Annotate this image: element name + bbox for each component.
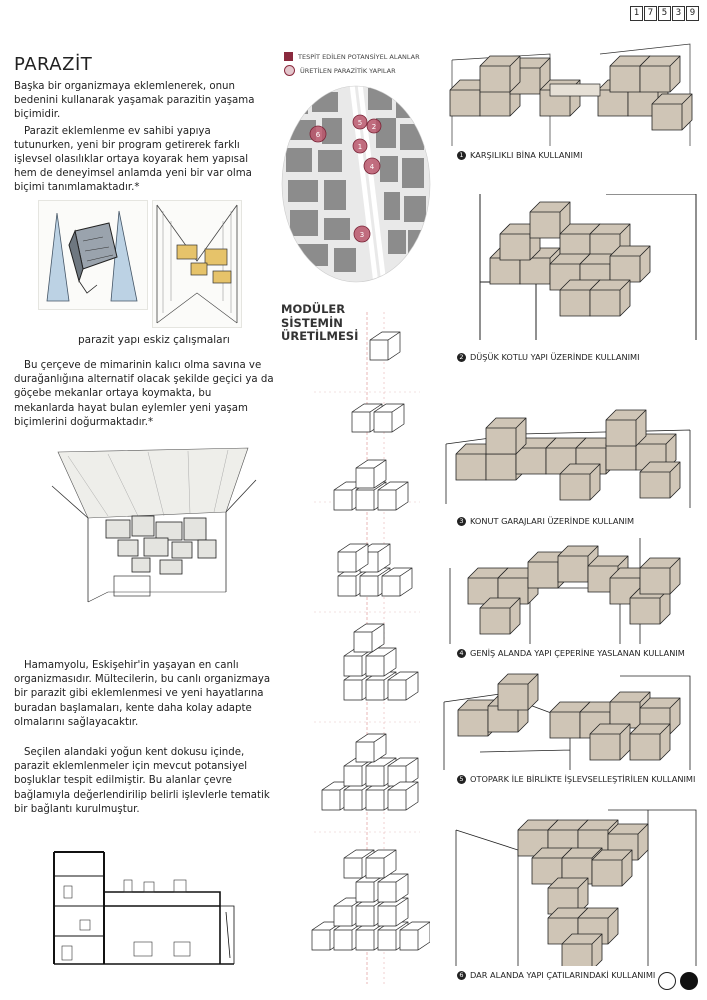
number-badge: 5 bbox=[457, 774, 466, 784]
legend-item-parasitic-structures: ÜRETİLEN PARAZİTİK YAPILAR bbox=[284, 65, 420, 76]
page-title: PARAZİT bbox=[14, 54, 93, 75]
panel-1-caption: 1 KARŞILIKLI BİNA KULLANIMI bbox=[457, 150, 582, 160]
modular-system-title: MODÜLER SİSTEMİN ÜRETİLMESİ bbox=[281, 302, 359, 343]
page-id: 1 7 5 3 9 bbox=[630, 6, 699, 21]
map-marker: 1 bbox=[358, 143, 362, 151]
square-swatch-icon bbox=[284, 52, 293, 61]
paragraph-selected-area: Seçilen alandaki yoğun kent dokusu içind… bbox=[14, 747, 270, 815]
panel-6-caption: 6 DAR ALANDA YAPI ÇATILARINDAKİ KULLANIM… bbox=[457, 970, 655, 980]
intro-text: Başka bir organizmaya eklemlenerek, onun… bbox=[14, 80, 272, 196]
map-marker: 5 bbox=[358, 119, 362, 127]
panel-3-caption: 3 KONUT GARAJLARI ÜZERİNDE KULLANIM bbox=[457, 516, 634, 526]
panel-2-caption: 2 DÜŞÜK KOTLU YAPI ÜZERİNDE KULLANIMI bbox=[457, 352, 640, 362]
map-legend: TESPİT EDİLEN POTANSİYEL ALANLAR ÜRETİLE… bbox=[284, 52, 420, 76]
number-badge: 6 bbox=[457, 970, 466, 980]
number-badge: 1 bbox=[457, 150, 466, 160]
sketch-interior-modules bbox=[152, 200, 242, 328]
intro-paragraph-1: Başka bir organizmaya eklemlenerek, onun… bbox=[14, 81, 255, 121]
perspective-sketch bbox=[48, 442, 260, 620]
site-map: 6 5 2 1 4 3 bbox=[280, 84, 432, 284]
paragraph-hamamyolu: Hamamyolu, Eskişehir'in yaşayan en canlı… bbox=[14, 660, 271, 728]
panel-2-drawing bbox=[476, 194, 702, 340]
section-drawing bbox=[44, 846, 244, 966]
panel-6-drawing bbox=[448, 800, 702, 966]
page-id-digit: 7 bbox=[644, 6, 657, 21]
page-id-digit: 9 bbox=[686, 6, 699, 21]
page-id-digit: 3 bbox=[672, 6, 685, 21]
panel-3-drawing bbox=[440, 404, 702, 514]
map-marker: 4 bbox=[370, 163, 375, 171]
sketch-parasite-facade bbox=[38, 200, 148, 310]
number-badge: 2 bbox=[457, 352, 466, 362]
number-badge: 4 bbox=[457, 648, 466, 658]
intro-paragraph-2: Parazit eklemlenme ev sahibi yapıya tutu… bbox=[14, 125, 252, 194]
panel-5-caption: 5 OTOPARK İLE BİRLİKTE İŞLEVSELLEŞTİRİLE… bbox=[457, 774, 695, 784]
number-badge: 3 bbox=[457, 516, 466, 526]
legend-item-potential-areas: TESPİT EDİLEN POTANSİYEL ALANLAR bbox=[284, 52, 420, 61]
panel-4-caption: 4 GENİŞ ALANDA YAPI ÇEPERİNE YASLANAN KU… bbox=[457, 648, 685, 658]
panel-5-drawing bbox=[440, 672, 702, 770]
page-id-digit: 5 bbox=[658, 6, 671, 21]
black-circle-icon bbox=[680, 972, 698, 990]
panel-4-drawing bbox=[440, 538, 702, 644]
white-circle-icon bbox=[658, 972, 676, 990]
circle-swatch-icon bbox=[284, 65, 295, 76]
map-marker: 6 bbox=[316, 131, 321, 139]
sketch-caption: parazit yapı eskiz çalışmaları bbox=[78, 334, 230, 346]
map-marker: 2 bbox=[372, 123, 376, 131]
panel-1-drawing bbox=[440, 36, 702, 146]
modular-cube-diagram bbox=[304, 312, 430, 984]
map-marker: 3 bbox=[360, 231, 364, 239]
paragraph-temporary-spaces: Bu çerçeve de mimarinin kalıcı olma savı… bbox=[14, 360, 274, 428]
page-id-digit: 1 bbox=[630, 6, 643, 21]
